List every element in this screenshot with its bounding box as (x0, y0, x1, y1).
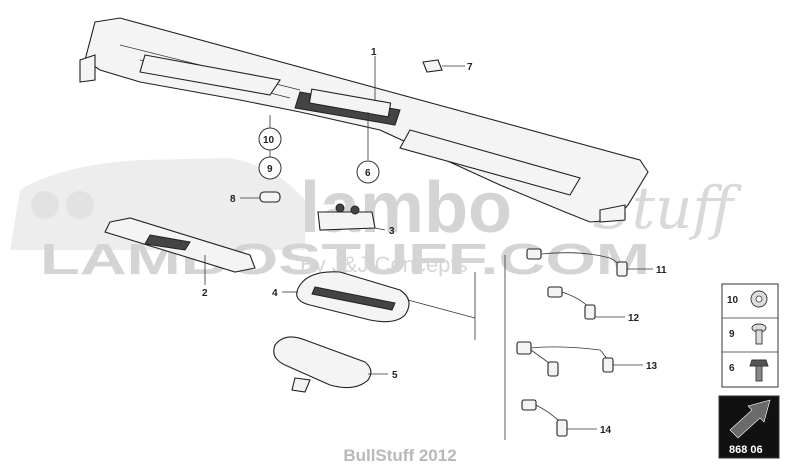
callout-14: 14 (600, 425, 612, 436)
arrow-icon (729, 399, 771, 439)
callout-5: 5 (392, 370, 398, 381)
watermark-car-silhouette-icon (10, 158, 305, 250)
callout-9: 9 (267, 164, 273, 175)
part-1-roof-console (79, 17, 649, 223)
catalog-code: 868 06 (729, 444, 763, 456)
part-3-light-unit (317, 203, 376, 231)
callout-10-circle (258, 127, 282, 151)
washer-hole-icon (755, 295, 763, 303)
screw-icon (751, 323, 767, 345)
watermark-wheel-icon (31, 191, 59, 219)
callout-6: 6 (365, 168, 371, 179)
callout-9-circle (258, 156, 282, 180)
bolt-icon (749, 359, 769, 382)
part-5-mirror-cover (273, 336, 372, 393)
callout-2: 2 (202, 288, 208, 299)
footer-credit: BullStuff 2012 (343, 446, 457, 465)
callout-8: 8 (230, 194, 236, 205)
callout-13: 13 (646, 361, 658, 372)
legend-item-10: 10 (727, 295, 739, 306)
part-11-harness (526, 248, 628, 277)
part-13-harness (516, 341, 614, 377)
callouts: 1 7 10 9 6 8 3 2 4 5 11 12 13 14 (202, 47, 667, 436)
watermark-brand: lambo (300, 168, 512, 248)
callout-7: 7 (467, 62, 473, 73)
part-4-overhead-control (296, 271, 410, 323)
catalog-badge: 868 06 (718, 395, 780, 459)
callout-1: 1 (371, 47, 377, 58)
part-8-cap (259, 191, 281, 203)
callout-4: 4 (272, 288, 278, 299)
part-14-harness (521, 399, 568, 437)
callout-3: 3 (389, 226, 395, 237)
callout-12: 12 (628, 313, 640, 324)
callout-11: 11 (656, 265, 667, 276)
fastener-legend: 10 9 6 (721, 283, 779, 388)
leader-lines (204, 56, 653, 430)
legend-item-9: 9 (729, 329, 735, 340)
part-2-trim-panel (104, 217, 256, 273)
part-7-clip (422, 59, 443, 73)
legend-item-6: 6 (729, 363, 735, 374)
part-12-harness (547, 286, 596, 320)
callout-10: 10 (263, 135, 275, 146)
watermark-wheel-icon (66, 191, 94, 219)
bracket-line (407, 272, 476, 340)
callout-6-circle (356, 160, 380, 184)
